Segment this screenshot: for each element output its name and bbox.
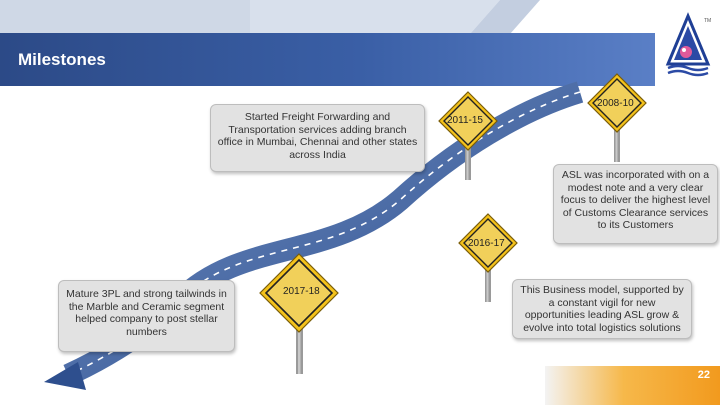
milestone-year-2008-10: 2008-10 <box>597 98 634 109</box>
milestone-sign-2011-15 <box>438 91 498 180</box>
page-number-bar <box>545 366 720 405</box>
milestone-text-2017-18: Mature 3PL and strong tailwinds in the M… <box>58 280 235 352</box>
milestone-sign-2016-17 <box>458 213 518 302</box>
page-number: 22 <box>697 369 710 381</box>
milestone-sign-2017-18 <box>259 253 339 374</box>
milestone-year-2017-18: 2017-18 <box>283 286 320 297</box>
slide-title: Milestones <box>18 50 106 69</box>
milestone-text-2016-17: This Business model, supported by a cons… <box>512 279 692 339</box>
milestone-text-2008-10: ASL was incorporated with on a modest no… <box>553 164 718 244</box>
milestone-year-2016-17: 2016-17 <box>468 238 505 249</box>
title-bar <box>0 33 655 86</box>
milestone-text-2011-15: Started Freight Forwarding and Transport… <box>210 104 425 172</box>
logo-trademark: TM <box>704 18 711 24</box>
milestone-year-2011-15: 2011-15 <box>447 115 483 126</box>
milestone-sign-2008-10 <box>587 73 647 162</box>
company-logo: TM <box>665 12 711 77</box>
road-arrow-head <box>44 362 86 390</box>
